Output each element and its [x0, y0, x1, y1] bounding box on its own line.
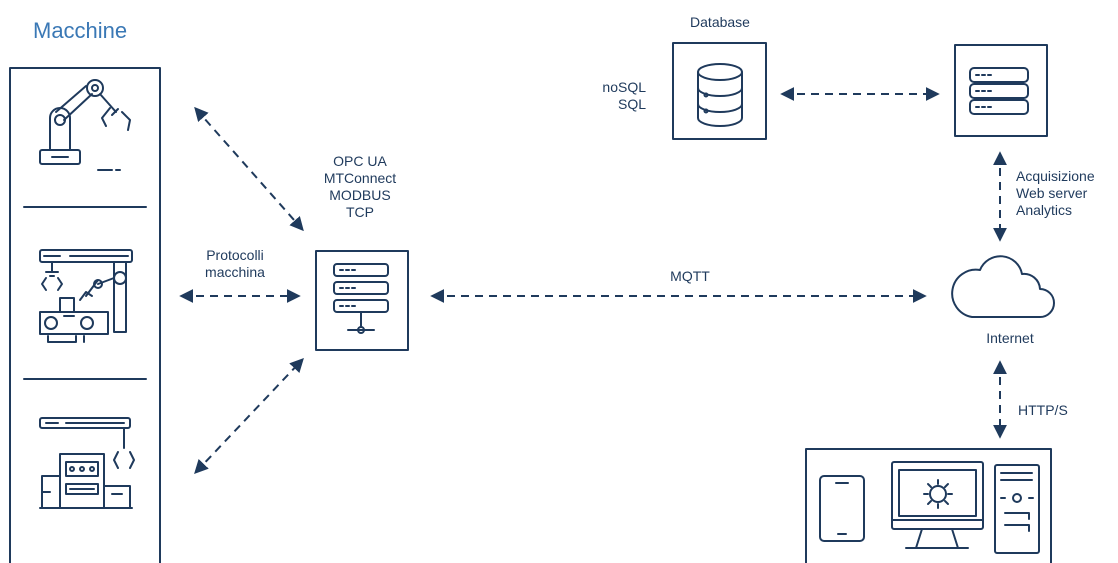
assembly-line-icon — [39, 249, 133, 343]
protocol-modbus: MODBUS — [329, 187, 391, 203]
server-network-icon — [333, 263, 389, 334]
role-web-server: Web server — [1016, 185, 1088, 201]
connections — [179, 87, 1007, 475]
monitor-gear-icon — [891, 461, 984, 549]
db-type-sql: SQL — [617, 96, 646, 112]
machines-panel — [9, 67, 161, 563]
app-server-box — [954, 44, 1048, 137]
robot-arm-icon — [39, 79, 131, 171]
tower-pc-icon — [994, 464, 1040, 554]
tablet-icon — [819, 475, 865, 542]
role-analytics: Analytics — [1016, 202, 1073, 218]
arrow-machine3-gateway — [194, 357, 304, 475]
database-icon — [697, 63, 743, 127]
opc-protocols-label: OPC UA MTConnect MODBUS TCP — [300, 153, 420, 221]
machine-protocols-line-2: macchina — [205, 264, 265, 280]
cloud-icon — [951, 255, 1055, 318]
mqtt-label: MQTT — [670, 268, 710, 284]
database-box — [672, 42, 767, 140]
role-acquisizione: Acquisizione — [1016, 168, 1095, 184]
db-type-nosql: noSQL — [602, 79, 646, 95]
database-label: Database — [690, 14, 750, 30]
server-roles-label: Acquisizione Web server Analytics — [1016, 168, 1116, 219]
arrow-machine1-gateway — [194, 106, 304, 232]
clients-box — [805, 448, 1052, 563]
protocol-tcp: TCP — [346, 204, 374, 220]
internet-label: Internet — [986, 330, 1034, 346]
machine-protocols-line-1: Protocolli — [206, 247, 264, 263]
gateway-server — [315, 250, 409, 351]
industrial-machine-icon — [39, 417, 135, 509]
db-types-label: noSQL SQL — [560, 79, 646, 113]
machine-protocols-label: Protocolli macchina — [180, 247, 290, 281]
protocol-opc-ua: OPC UA — [333, 153, 387, 169]
protocol-mtconnect: MTConnect — [323, 170, 397, 186]
https-label: HTTP/S — [1018, 402, 1068, 418]
machines-title: Macchine — [33, 18, 128, 43]
server-icon — [969, 67, 1029, 115]
